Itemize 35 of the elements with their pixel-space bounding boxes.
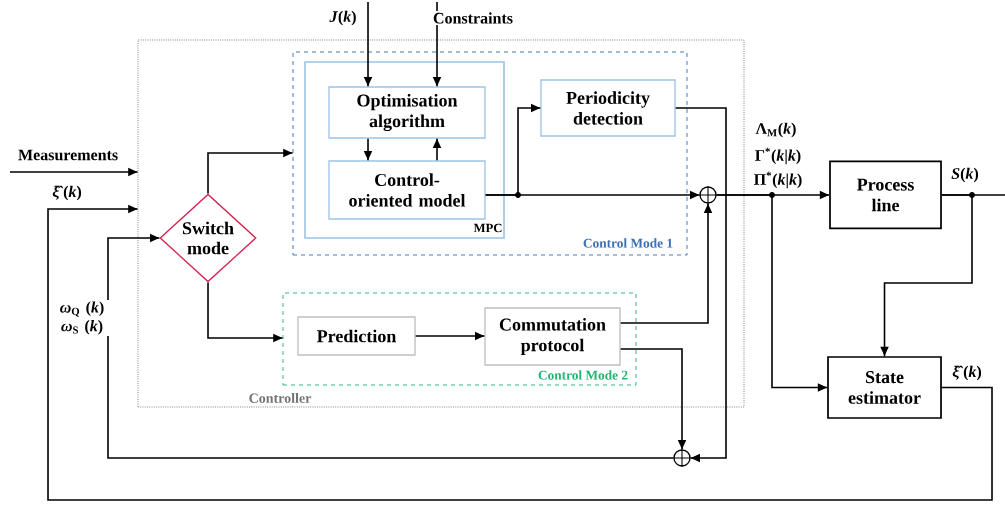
arrow <box>880 194 973 357</box>
process-box: Periodicity detection <box>540 79 676 137</box>
arrow <box>715 194 828 392</box>
process-box: Optimisation algorithm <box>328 86 486 139</box>
edge-label: Measurements <box>16 148 120 162</box>
arrow <box>619 202 713 324</box>
arrow <box>363 1 373 88</box>
arrow <box>484 103 542 196</box>
process-box: Commutation protocol <box>484 307 621 366</box>
arrow <box>414 331 486 341</box>
summing-junction <box>698 185 718 205</box>
arrow <box>207 281 284 343</box>
edge-label: ω$_{Q}$ (k) ω$_{S}$ (k) <box>52 300 112 336</box>
arrow <box>47 204 993 501</box>
arrow <box>207 148 294 195</box>
process-box: State estimator <box>827 356 942 419</box>
arrow <box>432 137 442 162</box>
process-box: Process line <box>829 160 942 230</box>
signal-label: Λ$_{M}$(k) <box>755 122 796 138</box>
process-box: Prediction <box>297 316 416 356</box>
edge-label: ξ̂(k) <box>45 184 89 202</box>
arrow <box>432 1 442 88</box>
process-box: Control-oriented model <box>328 160 486 220</box>
arrow <box>9 167 139 177</box>
edge-label: J(k) <box>326 9 360 27</box>
arrow <box>363 137 373 162</box>
arrow <box>619 348 687 451</box>
signal-label: Γ$^{*}$(k|k) <box>755 147 801 165</box>
arrow <box>107 233 675 459</box>
summing-junction <box>672 448 692 468</box>
edge-label: Constraints <box>426 11 520 25</box>
arrow <box>674 107 727 463</box>
edge-label: S(k) <box>943 166 987 184</box>
signal-label: Π$^{*}$(k|k) <box>754 171 802 189</box>
signal-label: ξ̂(k) <box>952 365 982 381</box>
